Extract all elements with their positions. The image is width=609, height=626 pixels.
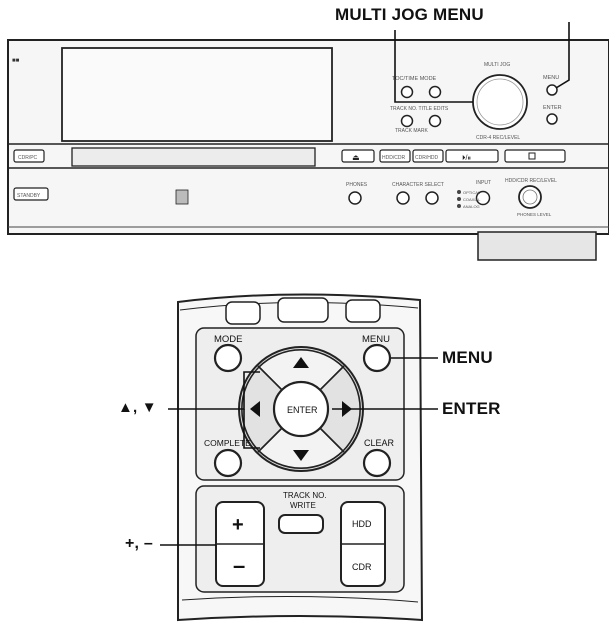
standby-button[interactable]	[13, 187, 49, 201]
input-option-2: COAXIAL	[463, 197, 481, 202]
disc-tray	[71, 147, 316, 167]
play-pause-label: ⏵/⏸	[462, 155, 471, 162]
remote-control	[177, 293, 424, 622]
device-front-panel: ■■ TOC/TIME MODE TRACK NO. TITLE EDITS T…	[7, 39, 609, 261]
svg-text:INPUT: INPUT	[476, 180, 491, 186]
enter-callout: ENTER	[442, 399, 501, 418]
phones-level-label: PHONES LEVEL	[517, 212, 552, 217]
toc-label: TOC/TIME MODE	[392, 76, 437, 82]
svg-text:TRACK NO. TITLE EDITS: TRACK NO. TITLE EDITS	[390, 106, 449, 112]
character-button-1[interactable]	[396, 191, 410, 205]
device-enter-button[interactable]	[546, 113, 558, 125]
character-button-2[interactable]	[425, 191, 439, 205]
device-callout-lines	[394, 22, 570, 103]
down-arrow-icon	[293, 450, 309, 461]
svg-text:TRACK MARK: TRACK MARK	[395, 128, 428, 134]
cdr-hdd-button[interactable]	[412, 149, 444, 163]
rec-level-knob[interactable]	[518, 185, 542, 209]
top-button-2[interactable]	[428, 85, 442, 99]
remote-cdr-label: CDR	[352, 562, 372, 572]
remote-complete-button[interactable]	[213, 448, 243, 478]
title-edit-button[interactable]	[428, 114, 442, 128]
svg-text:■■: ■■	[12, 58, 20, 64]
remote-menu-button[interactable]	[362, 343, 392, 373]
remote-left-button[interactable]	[241, 365, 303, 453]
eject-button[interactable]	[341, 149, 375, 163]
svg-text:⏏: ⏏	[352, 153, 360, 162]
cdr-pc-label: CDR/PC	[18, 155, 38, 161]
arrows-callout: ▲, ▼	[118, 399, 157, 416]
device-menu-button[interactable]	[546, 84, 558, 96]
remote-clear-label: CLEAR	[364, 438, 395, 448]
remote-mode-button[interactable]	[213, 343, 243, 373]
input-select-button[interactable]	[475, 190, 491, 206]
svg-text:HDD/CDR REC/LEVEL: HDD/CDR REC/LEVEL	[505, 178, 557, 184]
menu-callout: MENU	[442, 348, 493, 367]
input-option-1: OPTICAL	[463, 190, 481, 195]
remote-hdd-label: HDD	[352, 519, 372, 529]
remote-minus-label: –	[233, 553, 245, 578]
hdd-cdr-label: HDD/CDR	[382, 155, 405, 161]
multi-jog-dial[interactable]	[472, 74, 528, 130]
toc-time-button[interactable]	[400, 85, 414, 99]
remote-right-button[interactable]	[299, 365, 361, 453]
standby-label: STANDBY	[17, 193, 41, 199]
svg-text:PHONES: PHONES	[346, 182, 368, 188]
svg-text:CHARACTER SELECT: CHARACTER SELECT	[392, 182, 444, 188]
play-pause-button[interactable]	[445, 149, 499, 163]
remote-down-button[interactable]	[257, 407, 345, 469]
remote-callout-lines	[160, 357, 438, 546]
input-option-3: ANALOG	[463, 204, 480, 209]
hdd-cdr-button[interactable]	[379, 149, 411, 163]
cdr-pc-button[interactable]	[13, 149, 45, 163]
svg-text:MENU: MENU	[543, 75, 559, 81]
remote-menu-label: MENU	[362, 334, 390, 345]
track-mark-button[interactable]	[400, 114, 414, 128]
remote-track-no-write-button[interactable]	[278, 514, 324, 534]
left-arrow-icon	[250, 401, 260, 417]
remote-enter-button[interactable]	[272, 380, 330, 438]
display-window	[61, 47, 333, 142]
remote-enter-label: ENTER	[287, 405, 318, 415]
remote-up-button[interactable]	[257, 349, 345, 411]
remote-mode-label: MODE	[214, 334, 243, 345]
disc-logo	[175, 189, 189, 205]
cdr-hdd-label: CDR/HDD	[415, 155, 438, 161]
remote-track-no-label-2: WRITE	[290, 501, 316, 510]
plus-minus-callout: +, –	[125, 535, 153, 552]
remote-complete-label: COMPLETE	[204, 438, 251, 448]
svg-text:ENTER: ENTER	[543, 105, 562, 111]
up-arrow-icon	[293, 357, 309, 368]
remote-clear-button[interactable]	[362, 448, 392, 478]
remote-plus-label: +	[232, 514, 244, 536]
svg-text:MULTI JOG: MULTI JOG	[484, 62, 510, 68]
device-foot	[477, 231, 597, 261]
phones-jack[interactable]	[348, 191, 362, 205]
svg-text:CDR-4 REC/LEVEL: CDR-4 REC/LEVEL	[476, 135, 520, 141]
multi-jog-menu-callout: MULTI JOG MENU	[335, 5, 484, 24]
remote-track-no-label-1: TRACK NO.	[283, 491, 327, 500]
